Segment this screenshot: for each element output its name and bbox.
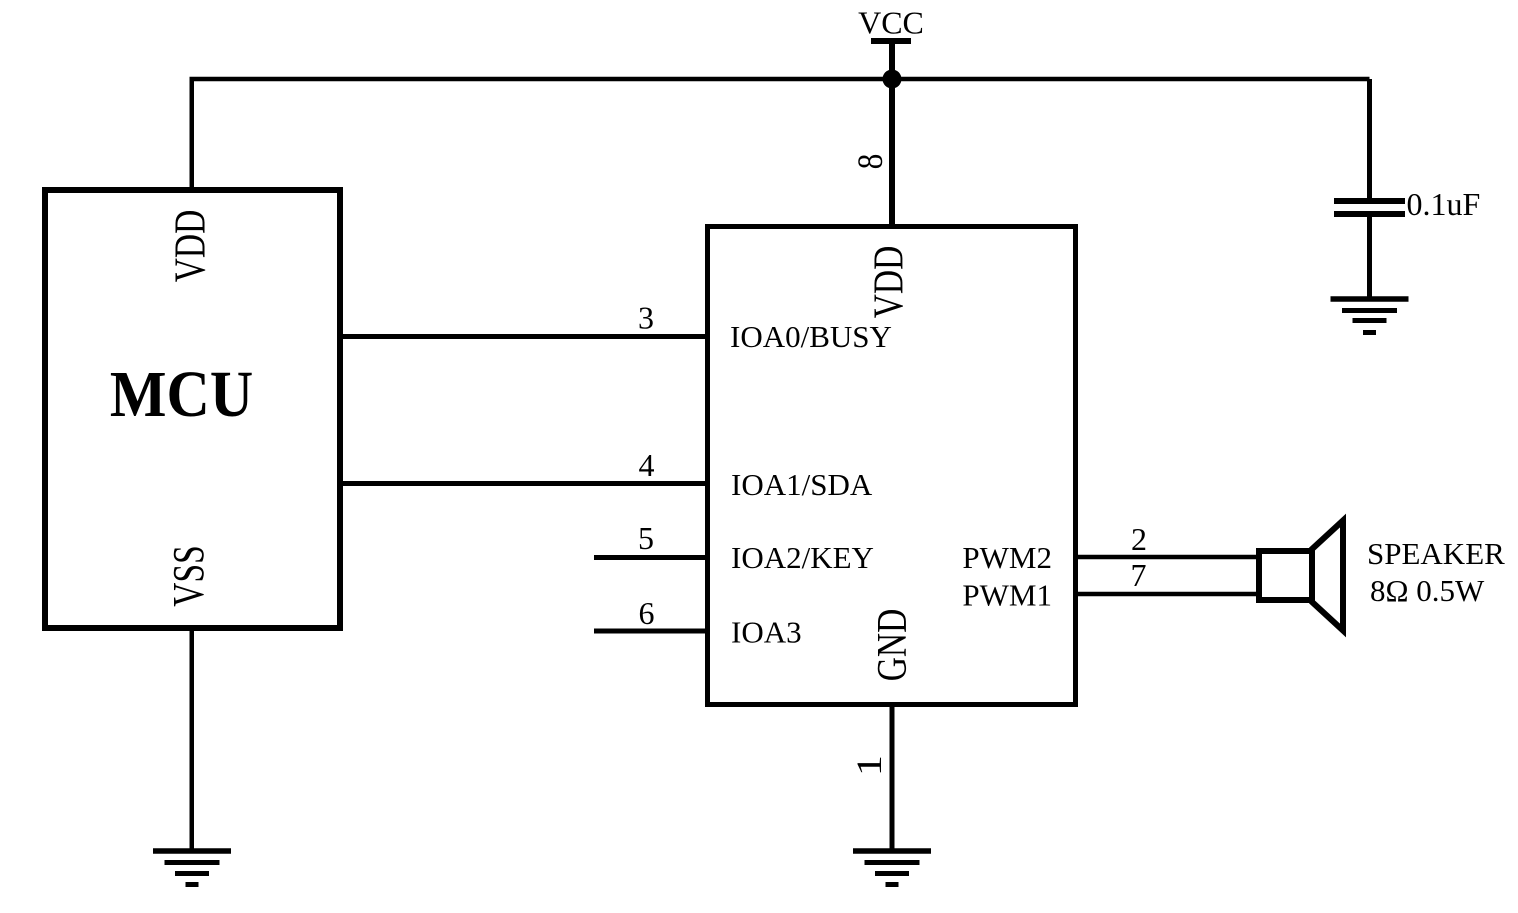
svg-text:VDD: VDD xyxy=(866,246,913,319)
svg-text:7: 7 xyxy=(1131,557,1147,593)
svg-text:IOA2/KEY: IOA2/KEY xyxy=(731,540,874,575)
svg-text:IOA3: IOA3 xyxy=(731,615,802,650)
svg-text:5: 5 xyxy=(638,520,654,556)
svg-text:GND: GND xyxy=(869,609,916,682)
svg-text:6: 6 xyxy=(639,595,655,631)
svg-text:2: 2 xyxy=(1131,521,1147,557)
svg-text:SPEAKER: SPEAKER xyxy=(1367,536,1505,571)
svg-text:8Ω 0.5W: 8Ω 0.5W xyxy=(1370,573,1485,608)
svg-text:PWM1: PWM1 xyxy=(962,578,1052,613)
svg-text:0.1uF: 0.1uF xyxy=(1407,186,1481,222)
svg-text:8: 8 xyxy=(851,154,890,170)
svg-text:VSS: VSS xyxy=(165,545,213,606)
svg-text:IOA0/BUSY: IOA0/BUSY xyxy=(730,319,892,354)
svg-text:PWM2: PWM2 xyxy=(962,540,1052,575)
svg-text:IOA1/SDA: IOA1/SDA xyxy=(731,467,873,502)
svg-text:1: 1 xyxy=(850,755,889,776)
svg-text:VCC: VCC xyxy=(858,5,924,41)
svg-text:4: 4 xyxy=(639,447,655,483)
svg-text:3: 3 xyxy=(638,300,654,336)
svg-text:MCU: MCU xyxy=(110,357,253,430)
svg-text:VDD: VDD xyxy=(166,210,214,283)
